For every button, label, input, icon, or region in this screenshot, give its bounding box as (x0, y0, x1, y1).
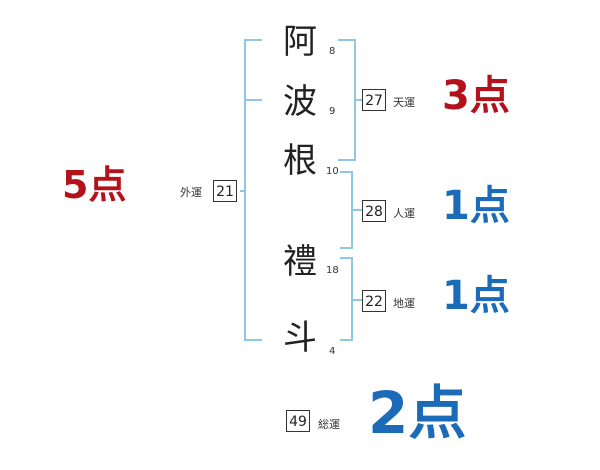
chikaku-label: 地運 (393, 297, 415, 310)
name-char-5: 斗 (283, 318, 317, 358)
gaikaku-bracket (240, 39, 262, 341)
name-char-3: 根 (283, 141, 317, 181)
tenkaku-value: 27 (362, 89, 386, 111)
chikaku-value: 22 (362, 290, 386, 312)
soukaku-score: 2点 (368, 379, 467, 447)
chikaku-score: 1点 (442, 273, 510, 319)
stroke-count-3: 10 (326, 166, 339, 177)
stroke-count-4: 18 (326, 265, 339, 276)
jinkaku-value: 28 (362, 200, 386, 222)
name-char-4: 禮 (283, 242, 317, 282)
soukaku-label: 総運 (318, 418, 340, 431)
name-char-2: 波 (283, 82, 317, 122)
name-char-1: 阿 (283, 22, 317, 62)
jinkaku-label: 人運 (393, 207, 415, 220)
chikaku-bracket (340, 257, 362, 341)
gaikaku-label: 外運 (180, 186, 202, 199)
soukaku-value: 49 (286, 410, 310, 432)
stroke-count-2: 9 (329, 106, 336, 117)
tenkaku-bracket (338, 39, 362, 161)
gaikaku-score: 5点 (62, 163, 127, 207)
tenkaku-score: 3点 (442, 73, 510, 119)
jinkaku-bracket (340, 171, 362, 249)
jinkaku-score: 1点 (442, 183, 510, 229)
stroke-count-5: 4 (329, 346, 336, 357)
tenkaku-label: 天運 (393, 96, 415, 109)
stroke-count-1: 8 (329, 46, 336, 57)
gaikaku-value: 21 (213, 180, 237, 202)
